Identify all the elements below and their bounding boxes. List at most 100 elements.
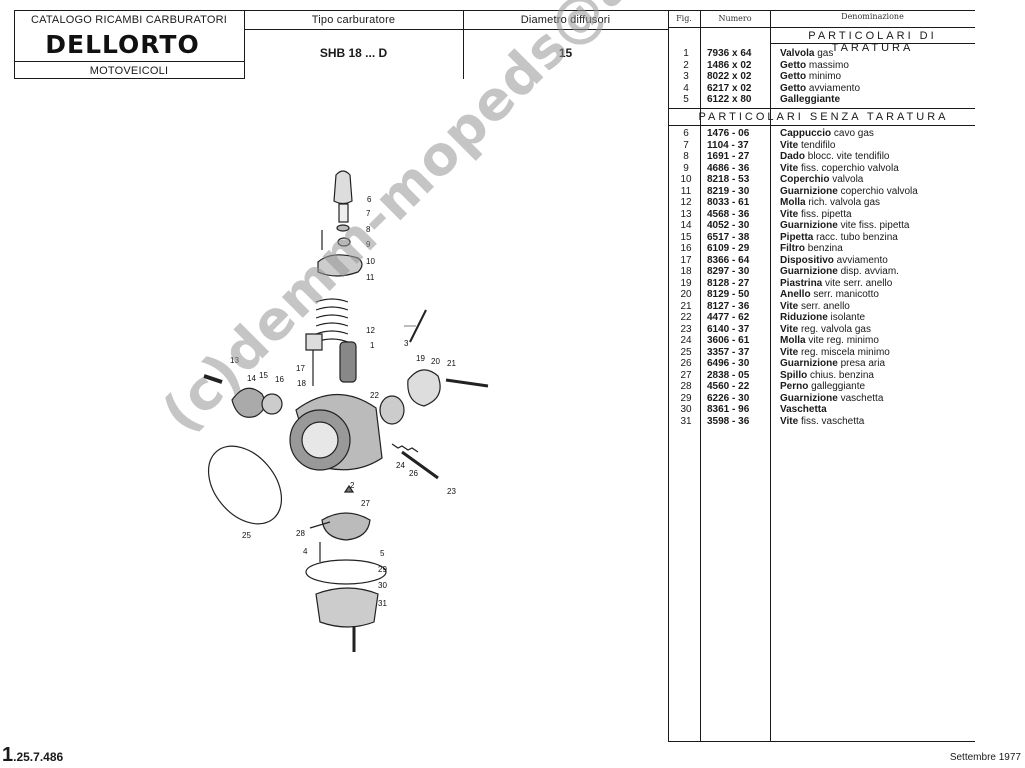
callout-number: 28 — [296, 529, 305, 538]
part-fig: 30 — [680, 404, 692, 415]
part-name-rest: rich. valvola gas — [805, 197, 881, 208]
part-description: Coperchio valvola — [780, 174, 863, 186]
header-title-divider — [244, 29, 668, 30]
part-description: Dispositivo avviamento — [780, 255, 888, 267]
part-name-rest: minimo — [806, 71, 842, 82]
part-description: Molla vite reg. minimo — [780, 335, 879, 347]
callout-number: 23 — [447, 487, 456, 496]
part-name-rest: cavo gas — [831, 128, 874, 139]
part-name-bold: Getto — [780, 59, 807, 71]
part-description: Guarnizione presa aria — [780, 358, 885, 370]
part-fig: 15 — [680, 231, 692, 243]
header-top-border — [14, 10, 668, 11]
part-fig: 10 — [680, 174, 692, 185]
part-name-bold: Getto — [780, 71, 807, 82]
part-name-bold: Dispositivo — [780, 254, 834, 266]
part-name-bold: Vite — [780, 346, 799, 358]
callout-number: 26 — [409, 469, 418, 478]
part-number: 8361 - 96 — [707, 404, 750, 415]
header-left-border — [14, 10, 15, 79]
header-bottom-border — [14, 78, 244, 79]
callout-number: 2 — [350, 481, 355, 490]
part-description: Filtro benzina — [780, 243, 843, 255]
part-number: 6122 x 80 — [707, 94, 752, 105]
callout-number: 3 — [404, 339, 409, 348]
air-intake-gasket — [207, 445, 283, 525]
callout-number: 7 — [366, 209, 371, 218]
part-number: 1476 - 06 — [707, 128, 750, 139]
part-description: Getto minimo — [780, 71, 841, 83]
float-part — [321, 512, 371, 541]
table-head-divider — [668, 27, 975, 28]
part-fig: 3 — [683, 71, 689, 82]
part-description: Dado blocc. vite tendifilo — [780, 151, 890, 163]
callout-number: 6 — [367, 195, 372, 204]
part-name-bold: Vite — [780, 323, 799, 335]
part-name-rest: disp. avviam. — [837, 266, 899, 277]
part-name-bold: Guarnizione — [780, 266, 838, 277]
part-name-rest: serr. anello — [798, 300, 850, 312]
catalog-code-rest: .25.7.486 — [13, 750, 64, 764]
part-fig: 19 — [680, 277, 692, 289]
clamp-ring-part — [407, 369, 441, 407]
part-number: 8128 - 27 — [707, 277, 750, 289]
insulating-ring-part — [379, 395, 405, 425]
part-name-rest: isolante — [827, 312, 866, 323]
part-name-bold: Molla — [780, 197, 806, 208]
bowl-gasket-part — [305, 559, 387, 585]
part-name-rest: gas — [814, 48, 834, 59]
part-description: Cappuccio cavo gas — [780, 128, 874, 140]
part-name-bold: Cappuccio — [780, 128, 832, 139]
part-name-bold: Piastrina — [780, 277, 823, 289]
type-value: SHB 18 ... D — [319, 46, 388, 60]
publication-date: Settembre 1977 — [949, 752, 1021, 763]
callout-number: 20 — [431, 357, 440, 366]
part-name-bold: Guarnizione — [780, 358, 838, 369]
part-number: 6140 - 37 — [707, 323, 750, 335]
section-calibrated-title: PARTICOLARI DI TARATURA — [808, 30, 937, 54]
diameter-value: 15 — [558, 46, 573, 60]
table-section-divider-1 — [770, 43, 975, 44]
valve-cover-part — [317, 254, 363, 277]
header-col-divider-2 — [463, 10, 464, 79]
part-description: Pipetta racc. tubo benzina — [780, 232, 898, 244]
part-number: 4568 - 36 — [707, 208, 750, 220]
callout-number: 10 — [366, 257, 375, 266]
callout-number: 18 — [297, 379, 306, 388]
col-fig-header: Fig. — [676, 14, 692, 23]
part-fig: 4 — [683, 82, 689, 94]
catalog-title: CATALOGO RICAMBI CARBURATORI — [30, 14, 228, 26]
adjuster-screw-part — [338, 203, 349, 223]
part-name-bold: Pipetta — [780, 231, 814, 243]
part-fig: 31 — [680, 415, 692, 427]
part-number: 8127 - 36 — [707, 300, 750, 312]
table-col-divider-2 — [770, 10, 771, 742]
part-description: Vite fiss. pipetta — [780, 209, 852, 221]
category-label: MOTOVEICOLI — [89, 65, 169, 77]
part-name-rest: blocc. vite tendifilo — [805, 151, 890, 162]
part-description: Vite tendifilo — [780, 140, 835, 152]
callout-number: 30 — [378, 581, 387, 590]
callout-number: 17 — [296, 364, 305, 373]
part-name-bold: Vite — [780, 415, 799, 427]
part-name-rest: avviamento — [833, 254, 888, 266]
part-name-rest: fiss. pipetta — [798, 208, 852, 220]
part-name-bold: Vite — [780, 208, 799, 220]
part-number: 8219 - 30 — [707, 185, 750, 197]
part-name-rest: vite reg. minimo — [805, 335, 879, 346]
callout-number: 8 — [366, 225, 371, 234]
part-name-bold: Spillo — [780, 369, 808, 381]
part-fig: 26 — [680, 358, 692, 369]
callout-number: 16 — [275, 375, 284, 384]
part-fig: 2 — [683, 59, 689, 71]
part-description: Vite reg. valvola gas — [780, 324, 871, 336]
part-description: Galleggiante — [780, 94, 840, 106]
part-fig: 7 — [683, 139, 689, 151]
type-label: Tipo carburatore — [311, 14, 396, 26]
part-name-rest: fiss. vaschetta — [798, 415, 865, 427]
page-divider — [668, 10, 669, 742]
part-number: 3598 - 36 — [707, 415, 750, 427]
float-bowl-part — [315, 587, 379, 628]
